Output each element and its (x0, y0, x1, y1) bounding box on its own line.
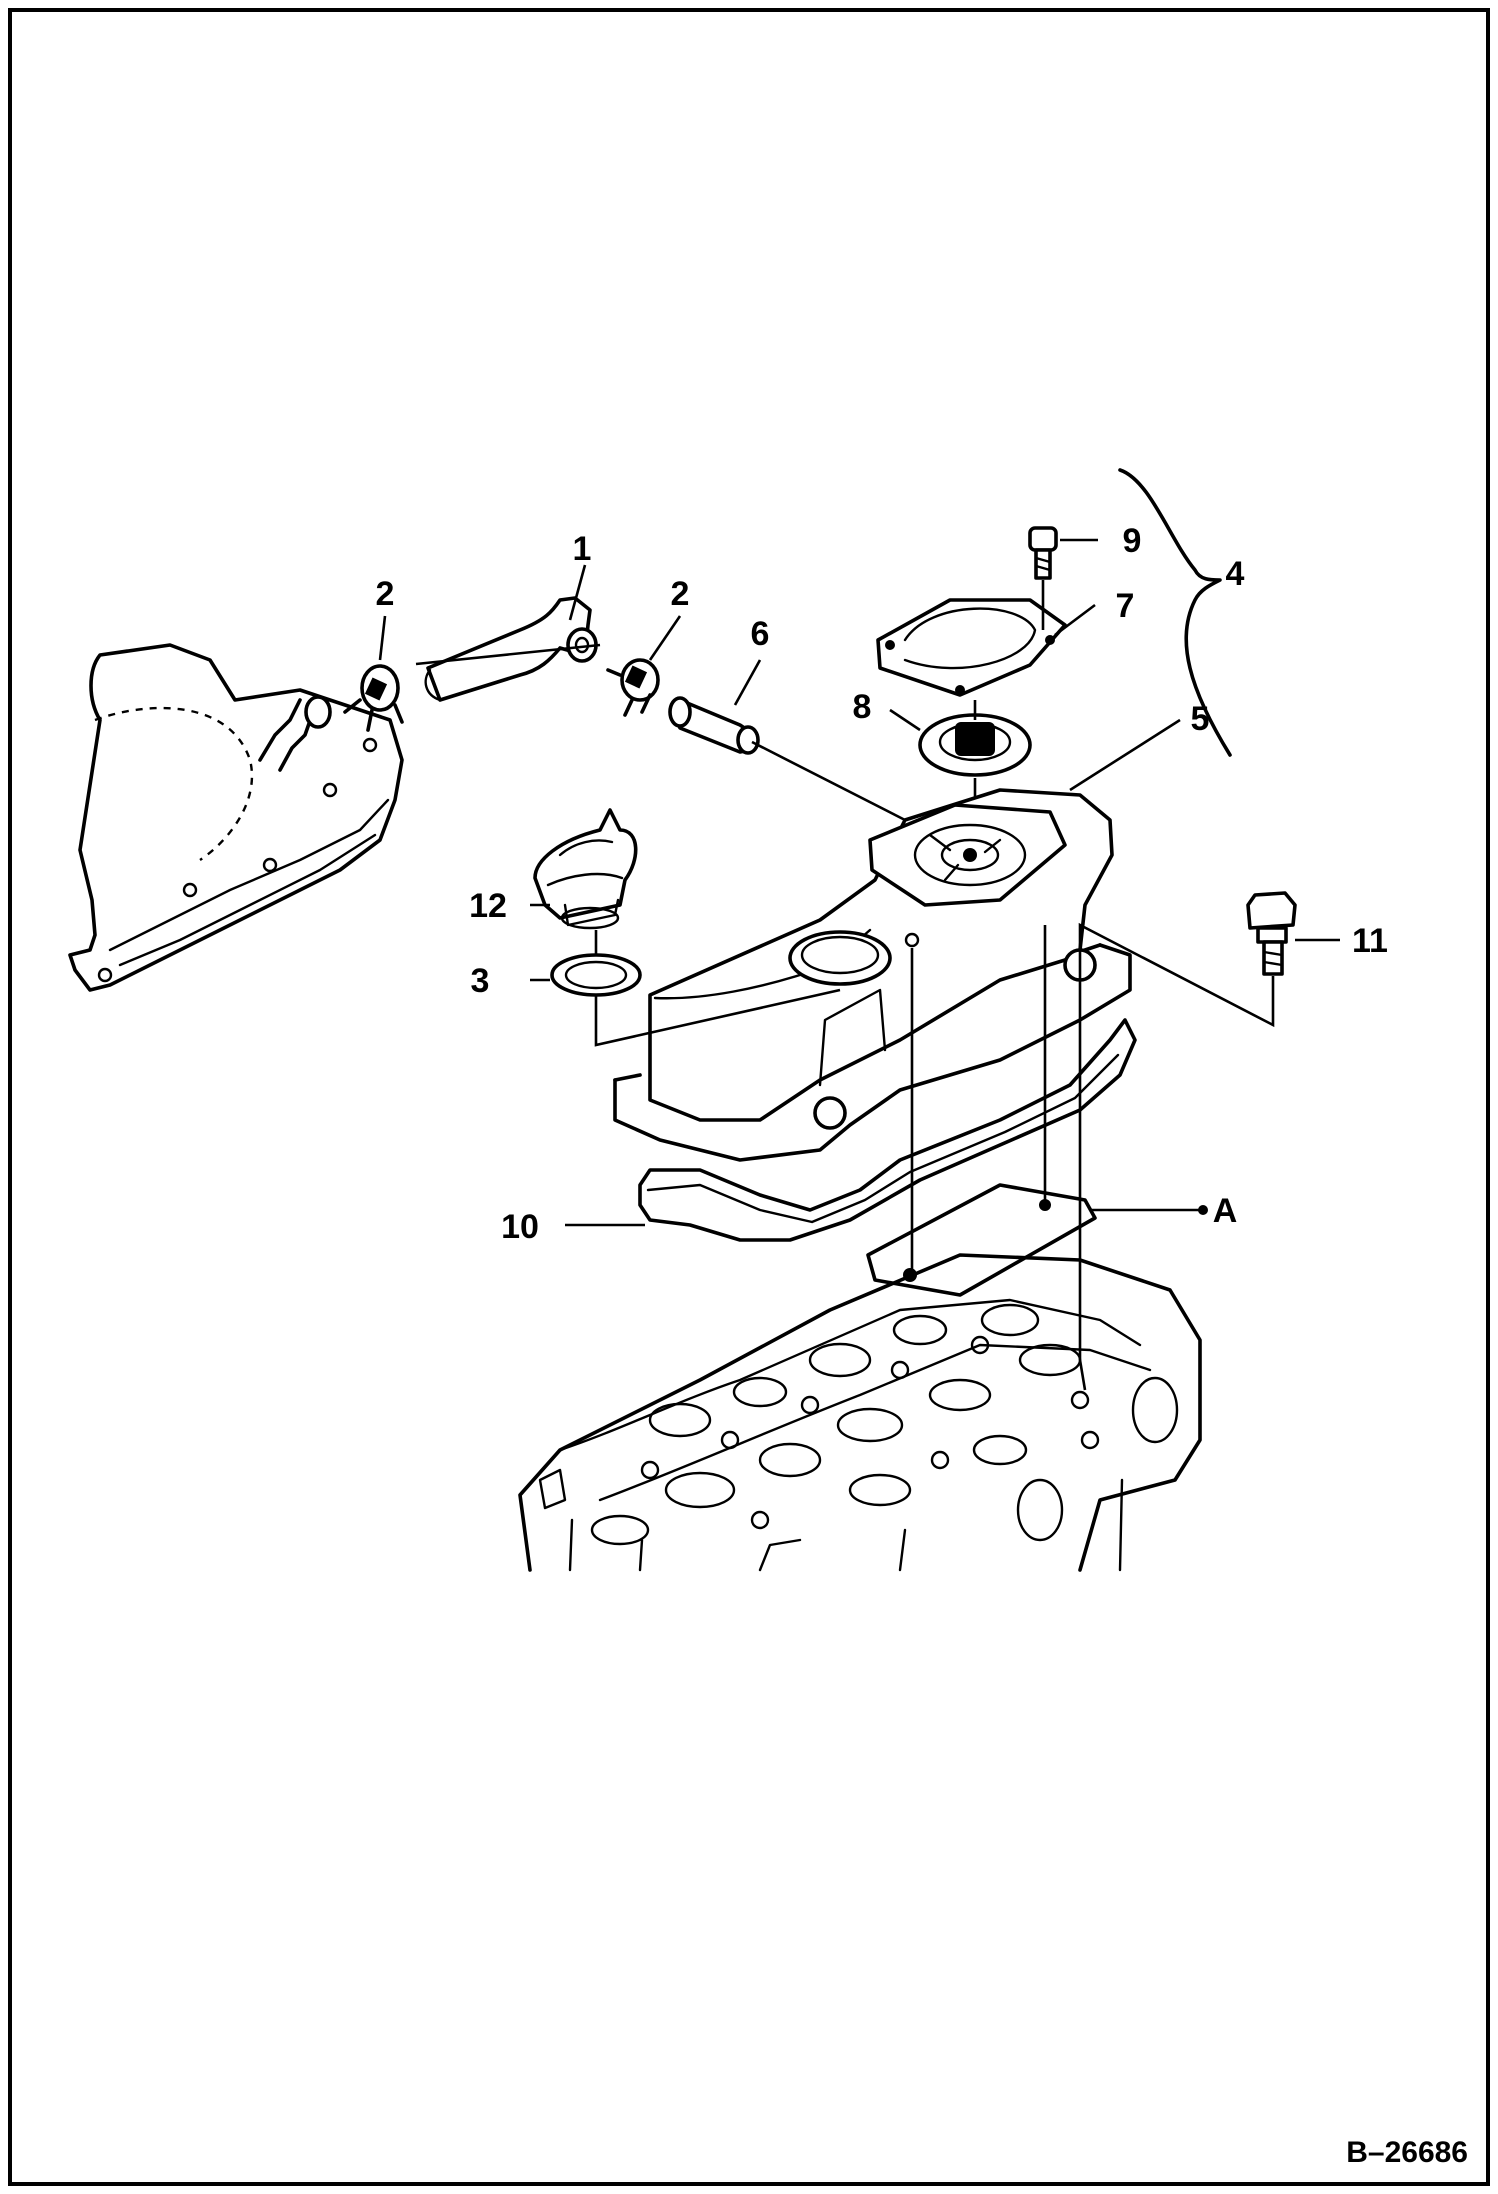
breather-diaphragm (918, 713, 1032, 777)
filler-o-ring (550, 953, 642, 997)
callout-11: 11 (1352, 922, 1388, 960)
cover-mounting-bolt (1246, 891, 1297, 976)
assembly-line-pipe (751, 740, 906, 822)
valve-cover (613, 788, 1132, 1162)
callouts: 1 2 2 3 4 5 6 7 8 9 10 11 12 A (376, 522, 1388, 1246)
callout-8: 8 (853, 688, 872, 726)
group-brace (1118, 468, 1232, 757)
hose-clamp-left (343, 664, 404, 732)
assembly-line-hose (415, 643, 601, 666)
callout-4: 4 (1226, 555, 1245, 593)
callout-2-left: 2 (376, 575, 395, 613)
page-border (8, 8, 1490, 2186)
callout-12: 12 (469, 887, 507, 925)
callout-3: 3 (471, 962, 490, 1000)
callout-10: 10 (501, 1208, 539, 1246)
nameplate (866, 1183, 1097, 1297)
callout-9: 9 (1123, 522, 1142, 560)
breather-cover (876, 598, 1067, 697)
drawing-reference: B–26686 (1346, 2136, 1468, 2169)
leader-lines (378, 538, 1340, 1227)
cover-bolt (1028, 526, 1058, 580)
breather-pipe (668, 696, 760, 755)
oil-filler-cap (533, 808, 638, 930)
breather-housing (68, 643, 404, 992)
callout-A: A (1213, 1192, 1238, 1230)
callout-7: 7 (1116, 587, 1135, 625)
callout-6: 6 (751, 615, 770, 653)
hose-clamp-right (606, 658, 660, 717)
cylinder-head (518, 1253, 1202, 1572)
callout-1: 1 (573, 530, 592, 568)
callout-5: 5 (1191, 700, 1210, 738)
valve-cover-gasket (638, 1018, 1137, 1242)
callout-2-right: 2 (671, 575, 690, 613)
